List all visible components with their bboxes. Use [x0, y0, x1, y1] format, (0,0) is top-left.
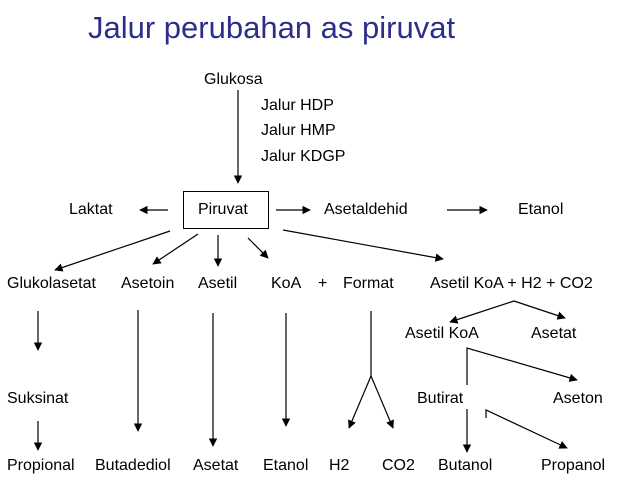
arrow-asetil-koa-h2-co2-to-asetil-koa [449, 300, 515, 324]
node-glukosa: Glukosa [204, 71, 263, 88]
node-asetaldehid: Asetaldehid [324, 201, 408, 218]
node-format: Format [343, 275, 394, 292]
arrow-butirat-to-propanol [485, 409, 568, 449]
node-asetil: Asetil [198, 275, 238, 292]
node-piruvat: Piruvat [198, 201, 248, 218]
node-koa: KoA [271, 275, 302, 292]
piruvat-box [183, 191, 269, 229]
node-co2: CO2 [382, 457, 415, 474]
plus-sign: + [318, 275, 328, 292]
arrow-asetil-koa-h2-co2-to-asetat [513, 300, 566, 320]
arrow-piruvat-to-glukolasetat [54, 230, 171, 272]
arrow-asetil-koa-to-aseton [466, 347, 578, 385]
label-jalur-kdgp: Jalur KDGP [261, 148, 346, 165]
node-asetoin: Asetoin [121, 275, 175, 292]
node-butirat: Butirat [417, 390, 464, 407]
node-asetil-koa: Asetil KoA [405, 325, 479, 342]
node-asetat-right: Asetat [531, 325, 577, 342]
label-jalur-hmp: Jalur HMP [261, 122, 336, 139]
node-asetat-bottom: Asetat [193, 457, 239, 474]
arrow-piruvat-to-asetil-koa-h2-co2 [282, 229, 444, 262]
node-propional: Propional [7, 457, 75, 474]
node-asetil-koa-h2-co2: Asetil KoA + H2 + CO2 [430, 275, 593, 292]
arrow-piruvat-to-asetoin [152, 233, 199, 265]
node-etanol-bottom: Etanol [263, 457, 309, 474]
node-glukolasetat: Glukolasetat [7, 275, 96, 292]
arrow-format-to-co2 [370, 375, 394, 429]
node-propanol: Propanol [541, 457, 606, 474]
arrow-format-to-h2 [348, 375, 372, 429]
node-butanol: Butanol [438, 457, 493, 474]
node-aseton: Aseton [553, 390, 603, 407]
label-jalur-hdp: Jalur HDP [261, 97, 334, 114]
arrow-piruvat-to-koa [247, 237, 269, 259]
node-laktat: Laktat [69, 201, 113, 218]
page-title: Jalur perubahan as piruvat [88, 10, 456, 45]
node-butadediol: Butadediol [95, 457, 171, 474]
node-suksinat: Suksinat [7, 390, 69, 407]
node-h2: H2 [329, 457, 350, 474]
node-etanol-top: Etanol [518, 201, 564, 218]
